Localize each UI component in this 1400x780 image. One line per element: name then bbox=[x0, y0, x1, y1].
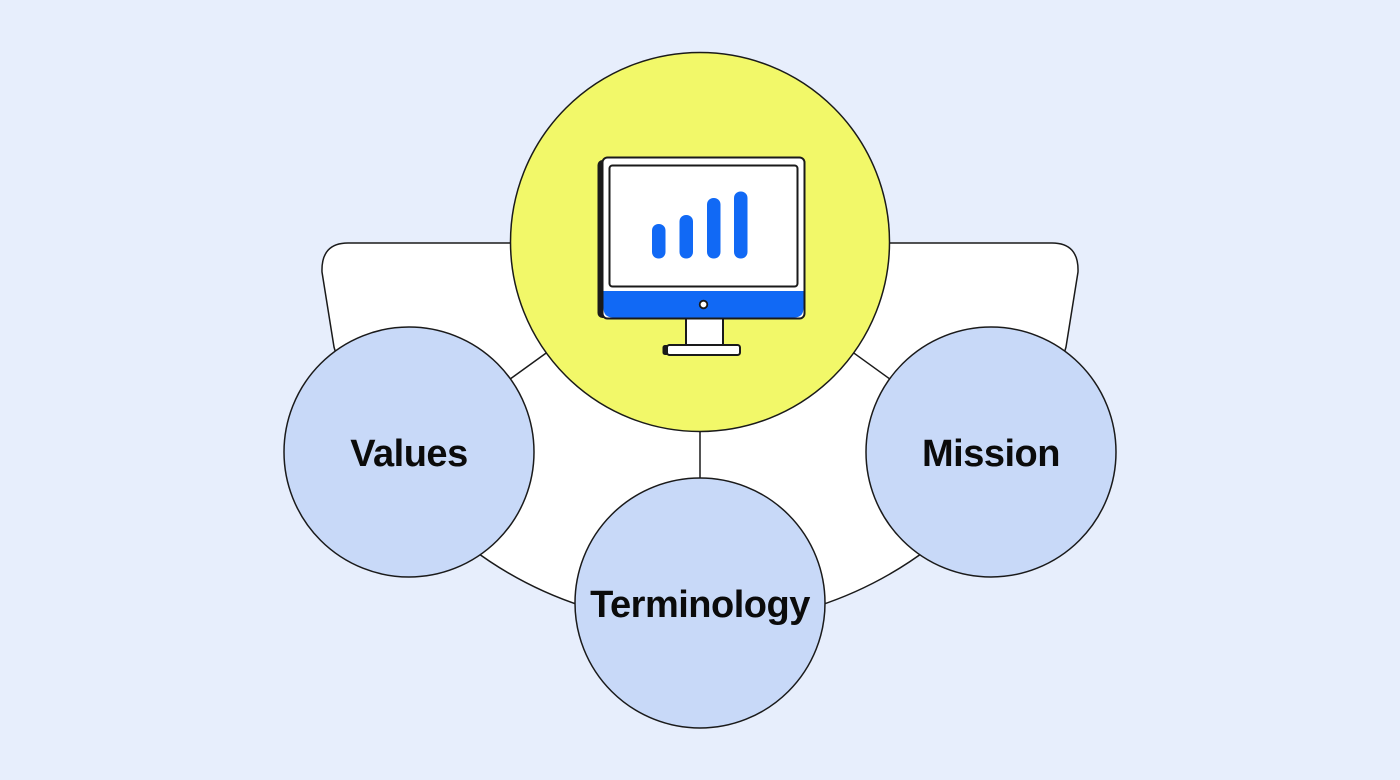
node-terminology-label: Terminology bbox=[590, 584, 810, 626]
chart-bar-4 bbox=[734, 191, 748, 259]
node-mission-label: Mission bbox=[922, 433, 1060, 475]
chart-bar-3 bbox=[707, 198, 721, 259]
chart-bar-1 bbox=[652, 224, 666, 259]
chart-bars-icon bbox=[652, 191, 748, 259]
monitor-screen bbox=[608, 164, 799, 288]
monitor-base bbox=[666, 344, 741, 356]
monitor-bar-chart-icon bbox=[597, 156, 806, 356]
chart-bar-2 bbox=[679, 215, 693, 259]
node-values-label: Values bbox=[350, 433, 467, 475]
node-values-circle bbox=[283, 326, 535, 578]
node-mission-circle bbox=[865, 326, 1117, 578]
monitor-power-dot bbox=[698, 299, 709, 310]
node-terminology-circle bbox=[574, 477, 826, 729]
